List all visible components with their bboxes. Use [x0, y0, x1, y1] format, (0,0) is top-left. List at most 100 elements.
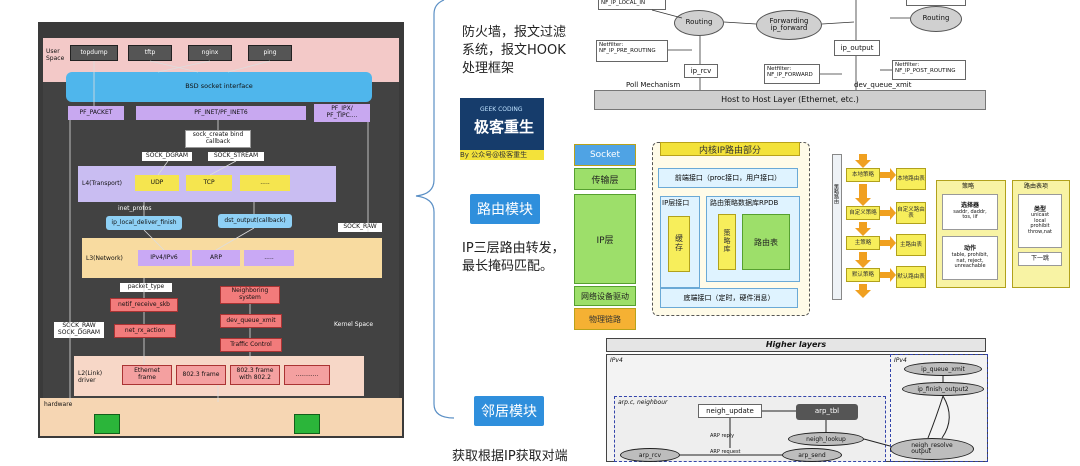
l3-more-box: .....: [244, 250, 294, 266]
arp-reply-label: ARP reply: [710, 433, 735, 439]
policy-diagram: 策略路由 本地策略 自定义策略 主策略 默认策略 本地路由表 自定义路由表 主路…: [832, 154, 1076, 304]
nf-pre-routing-box: Netfilter: NF_IP_PRE_ROUTING: [596, 40, 668, 62]
brace-connector: [415, 0, 455, 419]
nf-post-routing-box: Netfilter: NF_IP_POST_ROUTING: [892, 60, 966, 80]
policy-side-frame: [832, 154, 842, 300]
arp-box: ARP: [192, 250, 240, 266]
arch-physical-box: 物理链路: [574, 308, 636, 330]
type-fields: unicast local prohibit throw,nat: [1027, 212, 1052, 235]
l3-label: L3(Network): [86, 255, 123, 262]
routing2-ellipse: Routing: [910, 6, 962, 32]
qr-logo: [460, 98, 544, 150]
arch-policy-lib-box: 策 略 库: [718, 214, 736, 270]
frame-more: ............: [284, 365, 330, 385]
arch-driver-box: 网络设备驱动: [574, 286, 636, 306]
ip-output-box: ip_output: [834, 40, 880, 56]
sock-create-box: sock_create bind callback: [185, 130, 251, 148]
stack-arrows: [69, 60, 369, 402]
arch-socket-box: Socket: [574, 144, 636, 166]
neighboring-box: Neighboring system: [220, 286, 280, 304]
firewall-text-line3: 处理框架: [462, 61, 515, 76]
arch-title-box: 内核IP路由部分: [660, 142, 800, 156]
packet-type-label: packet_type: [120, 283, 172, 292]
pf-inet-box: PF_INET/PF_INET6: [136, 106, 306, 120]
l2-label: L2(Link) driver: [78, 370, 103, 385]
type-title: 类型: [1033, 205, 1046, 213]
route-entry-title: 路由表项: [1024, 183, 1049, 190]
arch-cache-box: 缓 存: [668, 216, 690, 272]
netif-receive-box: netif_receive_skb: [110, 298, 178, 312]
ip-finish-oval: ip_finish_output2: [902, 382, 984, 396]
frame-ethernet: Ethernet frame: [122, 365, 172, 385]
selector-title: 选择器: [960, 202, 979, 210]
routing-arch-diagram: Socket 传输层 IP层 网络设备驱动 物理链路 内核IP路由部分 前端接口…: [574, 140, 824, 330]
arch-transport-box: 传输层: [574, 168, 636, 190]
neigh-diagram: Higher layers IPv4 IPv4 arp.c, neighbour…: [606, 338, 992, 462]
nic-left-icon: [94, 414, 120, 434]
arch-route-table-box: 路由表: [742, 214, 790, 270]
arch-ip-iface-label: IP层接口: [662, 199, 690, 207]
arp-request-label: ARP request: [710, 449, 741, 455]
action-box: 动作 table, prohibit, nat, reject, unreach…: [942, 236, 998, 280]
l4-label: L4(Transport): [82, 180, 122, 187]
neigh-arrows: [680, 376, 950, 456]
ipv4-box: IPv4/IPv6: [138, 250, 190, 266]
arp-tbl-box: arp_tbl: [796, 404, 858, 420]
neigh-lookup-oval: neigh_lookup: [788, 432, 864, 446]
l4-more-box: .....: [240, 175, 290, 191]
policy-title: 策略: [962, 183, 975, 190]
nic-right-icon: [294, 414, 320, 434]
traffic-control-box: Traffic Control: [220, 338, 282, 352]
route-text-line2: 最长掩码匹配。: [462, 259, 554, 274]
policy-left-4: 默认策略: [846, 268, 880, 282]
arch-front-box: 前端接口（proc接口，用户接口）: [658, 168, 798, 188]
route-text-line1: IP三层路由转发，: [462, 241, 565, 256]
frame-8022: 802.3 frame with 802.2: [230, 365, 280, 385]
bsd-socket-box: BSD socket interface: [66, 72, 372, 102]
firewall-text-line1: 防火墙，报文过滤: [462, 25, 567, 40]
neigh-update-box: neigh_update: [698, 404, 762, 418]
sock-raw-left-label: SOCK_RAW SOCK_DGRAM: [54, 322, 104, 338]
ipv4-left-label: IPv4: [610, 357, 623, 364]
frame-8023: 802.3 frame: [176, 365, 226, 385]
dev-queue-box: dev_queue_xmit: [220, 314, 282, 328]
user-space-label: User Space: [46, 48, 65, 63]
nf-local-in-box: NF_IP_LOCAL_IN: [598, 0, 666, 10]
host-layer-bar: Host to Host Layer (Ethernet, etc.): [594, 90, 986, 110]
dev-queue-xmit-label: dev_queue_xmit: [854, 81, 912, 89]
qr-logo-subtitle: GEEK CODING: [480, 106, 523, 113]
ip-local-deliver-box: ip_local_deliver_finish: [106, 216, 182, 230]
route-module-button[interactable]: 路由模块: [470, 194, 540, 224]
user-app-ping: ping: [248, 45, 292, 61]
policy-arrows: [855, 154, 896, 298]
policy-left-1: 本地策略: [846, 168, 880, 182]
inet-protos-label: inet_protos: [118, 205, 152, 212]
nf-forward-box: Netfilter: NF_IP_FORWARD: [764, 64, 820, 84]
nf-extra-box: [906, 0, 966, 6]
ip-queue-xmit-oval: ip_queue_xmit: [904, 362, 982, 376]
routing1-ellipse: Routing: [674, 10, 724, 36]
neighbor-module-button[interactable]: 邻居模块: [474, 396, 544, 426]
netfilter-diagram: NF_IP_LOCAL_IN Routing Forwarding ip_for…: [592, 0, 1080, 112]
net-rx-box: net_rx_action: [114, 324, 176, 338]
policy-mid-4: 默认路由表: [896, 266, 926, 288]
user-app-tftp: tftp: [128, 45, 172, 61]
selector-fields: saddr, daddr, tos, iif: [953, 208, 987, 221]
ipv4-right-label: IPv4: [894, 357, 907, 364]
hardware-label: hardware: [44, 401, 73, 408]
firewall-text-line2: 系统，报文HOOK: [462, 43, 566, 58]
policy-mid-3: 主路由表: [896, 234, 926, 256]
policy-mid-2: 自定义路由表: [896, 202, 926, 224]
sock-stream-label: SOCK_STREAM: [208, 152, 264, 161]
policy-side-label: 策略路由: [833, 184, 839, 204]
higher-layers-bar: Higher layers: [606, 338, 986, 352]
type-box: 类型 unicast local prohibit throw,nat: [1018, 194, 1062, 248]
policy-mid-1: 本地路由表: [896, 168, 926, 190]
forwarding-ellipse: Forwarding ip_forward: [756, 10, 822, 40]
arch-ip-layer-box: IP层: [574, 194, 636, 284]
ip-rcv-box: ip_rcv: [684, 64, 718, 78]
qr-logo-brand: 极客重生: [474, 118, 535, 136]
policy-left-2: 自定义策略: [846, 206, 880, 220]
user-app-topdump: topdump: [70, 45, 118, 61]
action-title: 动作: [963, 245, 976, 253]
